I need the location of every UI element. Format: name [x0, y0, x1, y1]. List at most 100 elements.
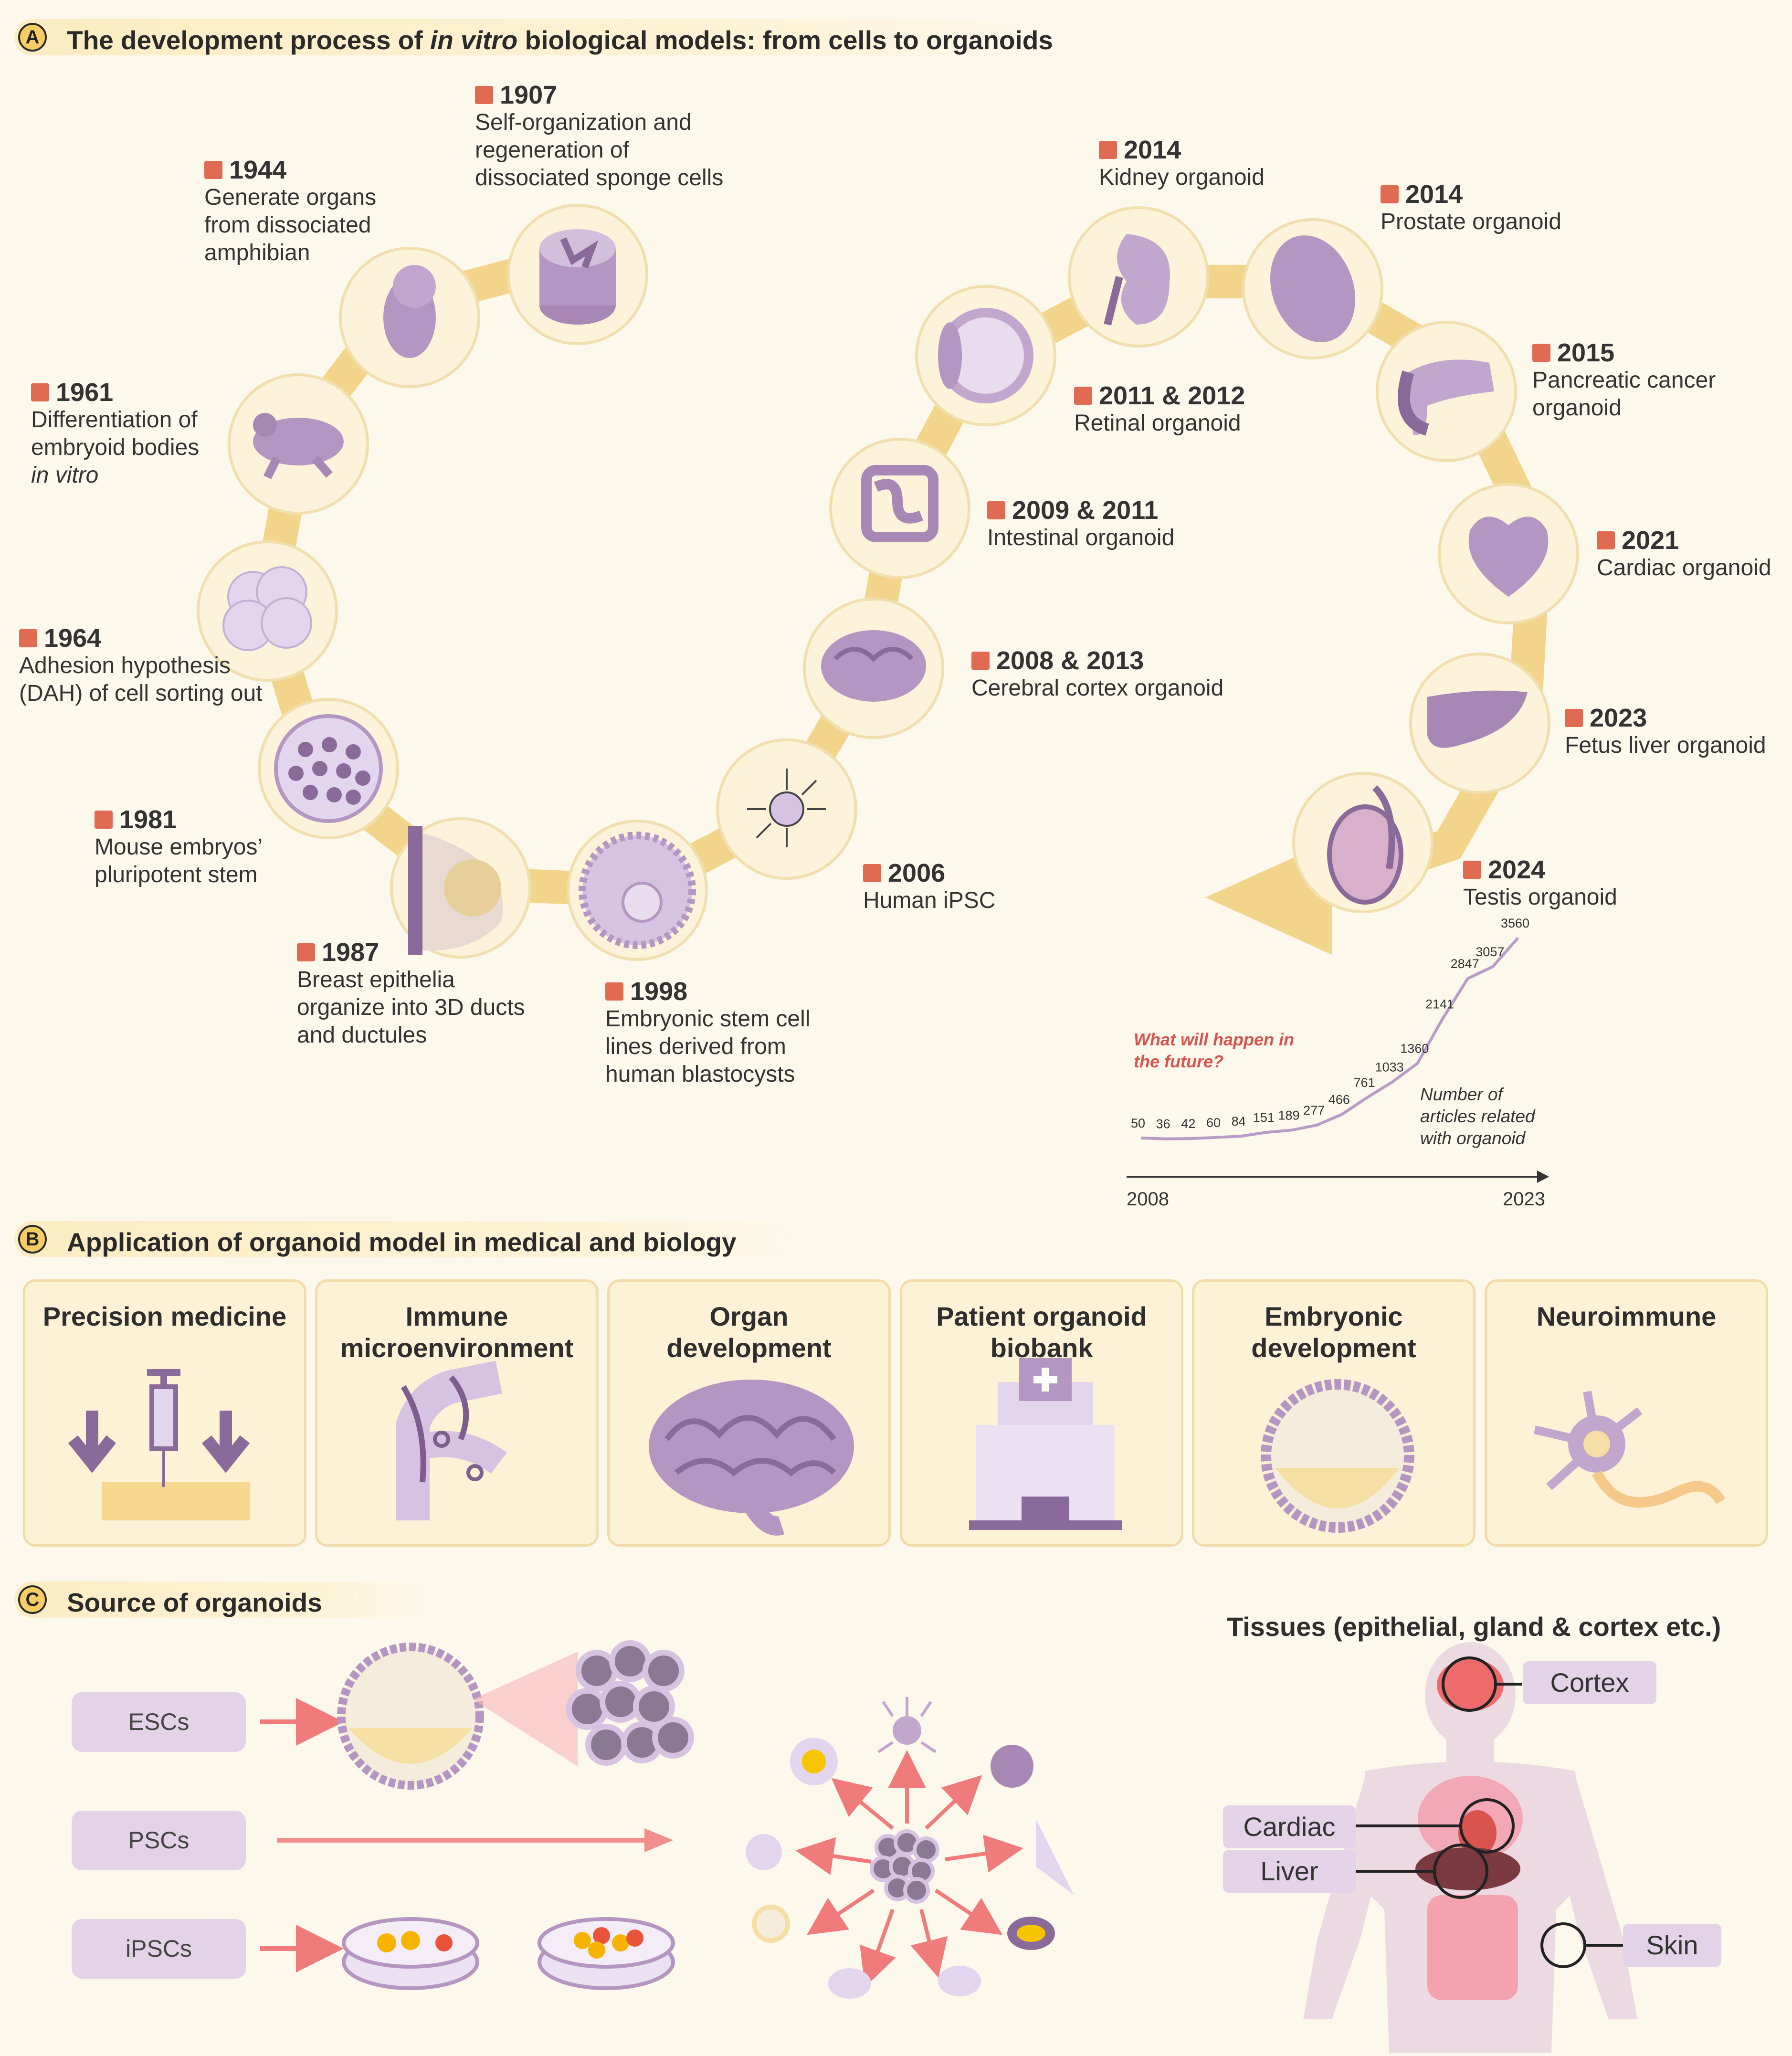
event-desc-line: regeneration of — [475, 137, 629, 163]
card-title-line: Immune — [405, 1301, 508, 1331]
event-desc-line: Testis organoid — [1463, 885, 1617, 910]
card-immune-microenvironment: Immune microenvironment — [315, 1279, 599, 1547]
event-1987: 1987 Breast epithelia organize into 3D d… — [297, 938, 525, 1049]
immune-vessel-icon — [396, 1360, 507, 1520]
card-title-line: Embryonic — [1265, 1301, 1403, 1331]
data-label-2014: 189 — [1278, 1108, 1299, 1122]
derived-cells — [746, 1697, 1074, 1999]
event-desc-line: Human iPSC — [863, 888, 996, 913]
embryo-icon — [383, 265, 436, 358]
section-a-title: The development process of in vitro biol… — [67, 25, 1053, 55]
differentiation-arrows — [795, 1750, 1023, 1987]
event-2014-prostate: 2014 Prostate organoid — [1381, 180, 1561, 236]
data-label-2020: 2141 — [1425, 997, 1454, 1011]
card-title-line: Precision medicine — [42, 1301, 287, 1331]
section-c-badge: C — [18, 1585, 47, 1614]
source-pscs: PSCs — [72, 1811, 246, 1870]
event-marker — [95, 811, 113, 829]
testis-icon — [1327, 785, 1403, 905]
eye-icon — [938, 308, 1033, 403]
data-label-2009: 36 — [1156, 1117, 1170, 1131]
event-year: 2014 — [1405, 180, 1463, 209]
event-2011-2012: 2011 & 2012 Retinal organoid — [1074, 382, 1245, 437]
brain-icon — [821, 630, 926, 702]
event-year: 1961 — [56, 378, 114, 407]
kidney-icon — [1104, 234, 1170, 326]
article-label: Number of articles related with organoid — [1420, 1084, 1535, 1149]
data-label-2015: 277 — [1303, 1103, 1325, 1118]
event-desc-line: Intestinal organoid — [987, 525, 1175, 550]
event-2014-kidney: 2014 Kidney organoid — [1099, 136, 1265, 191]
event-marker — [204, 161, 222, 179]
event-year: 2008 & 2013 — [996, 646, 1144, 675]
event-desc-line: lines derived from — [605, 1034, 786, 1059]
event-desc-line: Differentiation of — [31, 407, 198, 432]
data-label-2012: 84 — [1232, 1114, 1246, 1128]
timeline-graphic — [197, 204, 1579, 961]
article-label-line: articles related — [1420, 1107, 1535, 1126]
event-year: 1987 — [322, 938, 379, 967]
article-label-line: with organoid — [1420, 1128, 1526, 1148]
hospital-icon — [969, 1358, 1122, 1530]
event-marker — [1532, 344, 1550, 362]
future-line: the future? — [1134, 1052, 1223, 1071]
event-desc-line: from dissociated — [204, 212, 371, 238]
card-title: Patient organoid biobank — [902, 1301, 1181, 1364]
event-marker — [1565, 709, 1583, 727]
event-1961: 1961 Differentiation of embryoid bodies … — [31, 379, 199, 489]
data-label-2023: 3560 — [1501, 917, 1529, 930]
event-desc-line: organoid — [1532, 395, 1622, 421]
event-year: 1981 — [119, 805, 177, 834]
tissues-title: Tissues (epithelial, gland & cortex etc.… — [1227, 1612, 1721, 1642]
data-label-2019: 1360 — [1400, 1042, 1429, 1056]
event-marker — [475, 86, 493, 104]
event-desc-line: organize into 3D ducts — [297, 995, 525, 1020]
source-escs: ESCs — [72, 1692, 246, 1752]
morula-icon — [274, 714, 383, 823]
event-desc-line: Kidney organoid — [1099, 165, 1265, 190]
section-b-title: Application of organoid model in medical… — [67, 1227, 737, 1257]
card-organ-development: Organ development — [607, 1279, 891, 1547]
cell-cluster-icon — [222, 566, 312, 651]
event-desc-line: in vitro — [31, 463, 99, 488]
event-year: 1944 — [229, 156, 287, 184]
event-1907: 1907 Self-organization and regeneration … — [475, 81, 723, 192]
article-label-line: Number of — [1420, 1085, 1503, 1104]
card-patient-organoid-biobank: Patient organoid biobank — [900, 1279, 1183, 1547]
data-label-2016: 466 — [1328, 1092, 1350, 1107]
event-year: 2015 — [1557, 338, 1615, 367]
card-title: Immune microenvironment — [317, 1301, 596, 1364]
section-a-header: A The development process of in vitro bi… — [14, 19, 1065, 55]
card-title-line: development — [1251, 1333, 1416, 1363]
human-body-icon — [1303, 1642, 1637, 2053]
prostate-icon — [1270, 235, 1356, 342]
article-count-line — [1140, 937, 1519, 1140]
data-label-2017: 761 — [1353, 1075, 1375, 1090]
data-label-2022: 3057 — [1476, 945, 1504, 959]
event-year: 1964 — [44, 624, 102, 653]
breast-icon — [408, 826, 503, 955]
event-desc-line: Cardiac organoid — [1597, 555, 1771, 580]
tissue-label-cortex: Cortex — [1523, 1661, 1656, 1704]
section-a-badge: A — [18, 23, 47, 52]
event-year: 1907 — [500, 81, 558, 109]
event-desc-line: Mouse embryos’ — [95, 834, 263, 860]
neuron-icon — [1533, 1391, 1726, 1508]
pancreas-icon — [1398, 359, 1494, 436]
event-year: 2024 — [1488, 855, 1546, 884]
escs-blastocyst-icon — [337, 1643, 484, 1790]
tissue-label-cardiac: Cardiac — [1223, 1805, 1356, 1848]
event-desc-line: pluripotent stem — [95, 862, 258, 887]
intestine-organ — [1427, 1895, 1518, 2000]
event-year: 2011 & 2012 — [1099, 381, 1245, 410]
event-marker — [19, 629, 37, 647]
card-title-line: biobank — [990, 1333, 1093, 1363]
event-marker — [1381, 185, 1399, 203]
event-desc-line: Generate organs — [204, 185, 377, 210]
x-axis-arrowhead — [1537, 1170, 1549, 1183]
event-year: 2006 — [888, 859, 946, 887]
liver-icon — [1427, 690, 1528, 748]
section-b-badge: B — [18, 1225, 47, 1254]
future-question: What will happen in the future? — [1134, 1029, 1294, 1073]
cortex-organ — [1437, 1659, 1504, 1711]
